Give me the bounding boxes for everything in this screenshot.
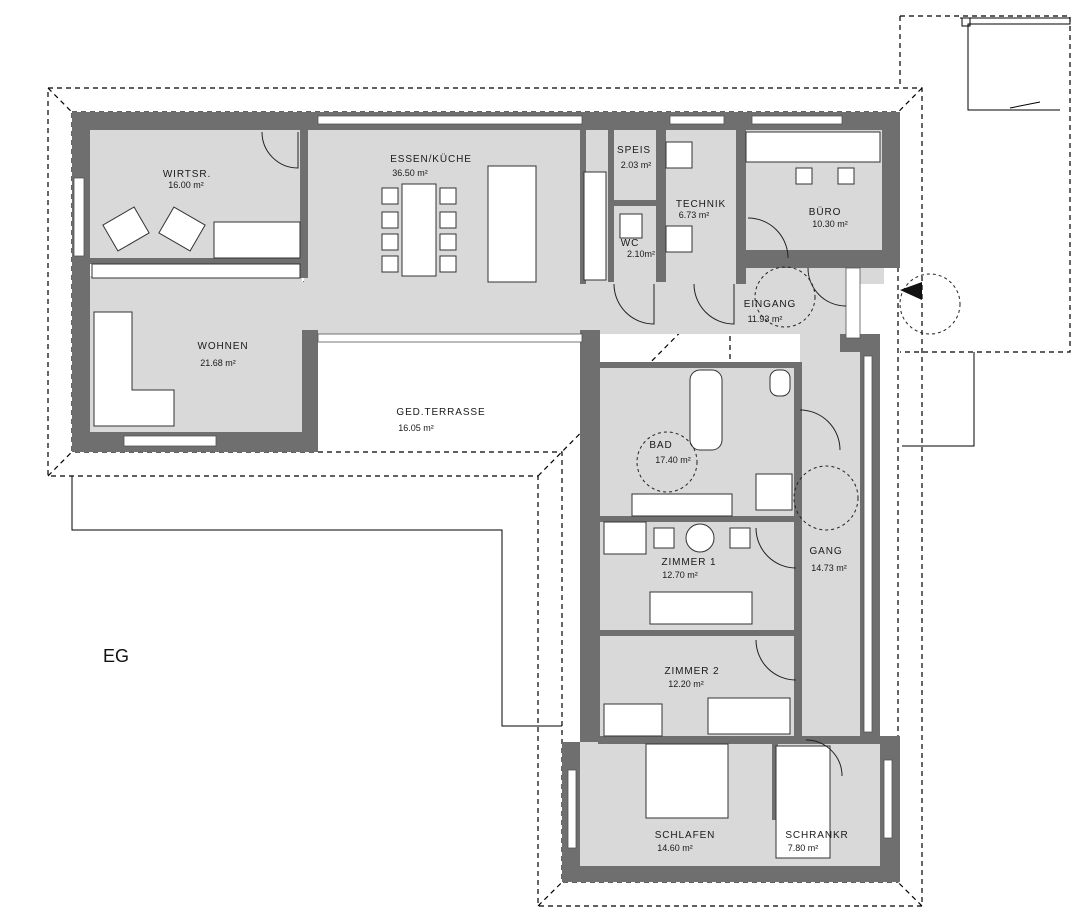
- kitchen-island: [487, 165, 537, 283]
- bed: [645, 743, 729, 819]
- furniture: [91, 131, 881, 859]
- sofa: [93, 311, 175, 427]
- room-label-gang: GANG: [809, 546, 842, 557]
- floor-level-label: EG: [103, 646, 129, 666]
- room-area-essen-kueche: 36.50 m²: [392, 168, 428, 178]
- room-area-buero: 10.30 m²: [812, 219, 848, 229]
- room-label-technik: TECHNIK: [676, 199, 726, 210]
- room-label-wc: WC: [621, 238, 639, 249]
- room-area-ged-terrasse: 16.05 m²: [398, 423, 434, 433]
- room-area-wc: 2.10m²: [627, 249, 655, 259]
- room-label-eingang: EINGANG: [744, 299, 796, 310]
- room-area-wohnen: 21.68 m²: [200, 358, 236, 368]
- room-area-zimmer-2: 12.20 m²: [668, 679, 704, 689]
- room-area-zimmer-1: 12.70 m²: [662, 570, 698, 580]
- room-label-buero: BÜRO: [809, 206, 842, 218]
- room-area-speis: 2.03 m²: [621, 160, 652, 170]
- room-area-wirtsr: 16.00 m²: [168, 180, 204, 190]
- room-label-wohnen: WOHNEN: [198, 341, 249, 352]
- room-area-eingang: 11.93 m²: [748, 314, 783, 324]
- room-label-ged-terrasse: GED.TERRASSE: [396, 407, 485, 418]
- windows: [73, 115, 893, 849]
- room-label-schlafen: SCHLAFEN: [655, 830, 716, 841]
- entrance-arrow-icon: [900, 282, 922, 300]
- room-label-speis: SPEIS: [617, 145, 651, 156]
- carport-outline: [899, 15, 1071, 447]
- room-area-schlafen: 14.60 m²: [657, 843, 693, 853]
- doors: [261, 131, 961, 777]
- room-area-technik: 6.73 m²: [679, 210, 710, 220]
- room-area-gang: 14.73 m²: [811, 563, 847, 573]
- room-label-schrankr: SCHRANKR: [785, 830, 848, 841]
- room-area-schrankr: 7.80 m²: [788, 843, 819, 853]
- room-label-zimmer-2: ZIMMER 2: [665, 666, 720, 677]
- room-label-essen-kueche: ESSEN/KÜCHE: [390, 153, 472, 165]
- room-label-bad: BAD: [649, 440, 672, 451]
- room-label-zimmer-1: ZIMMER 1: [662, 557, 717, 568]
- dining-table: [401, 183, 437, 277]
- room-area-bad: 17.40 m²: [655, 455, 691, 465]
- site-boundary: [71, 476, 562, 727]
- room-labels: WIRTSR. 16.00 m² ESSEN/KÜCHE 36.50 m² SP…: [103, 145, 848, 853]
- room-label-wirtsr: WIRTSR.: [163, 169, 211, 180]
